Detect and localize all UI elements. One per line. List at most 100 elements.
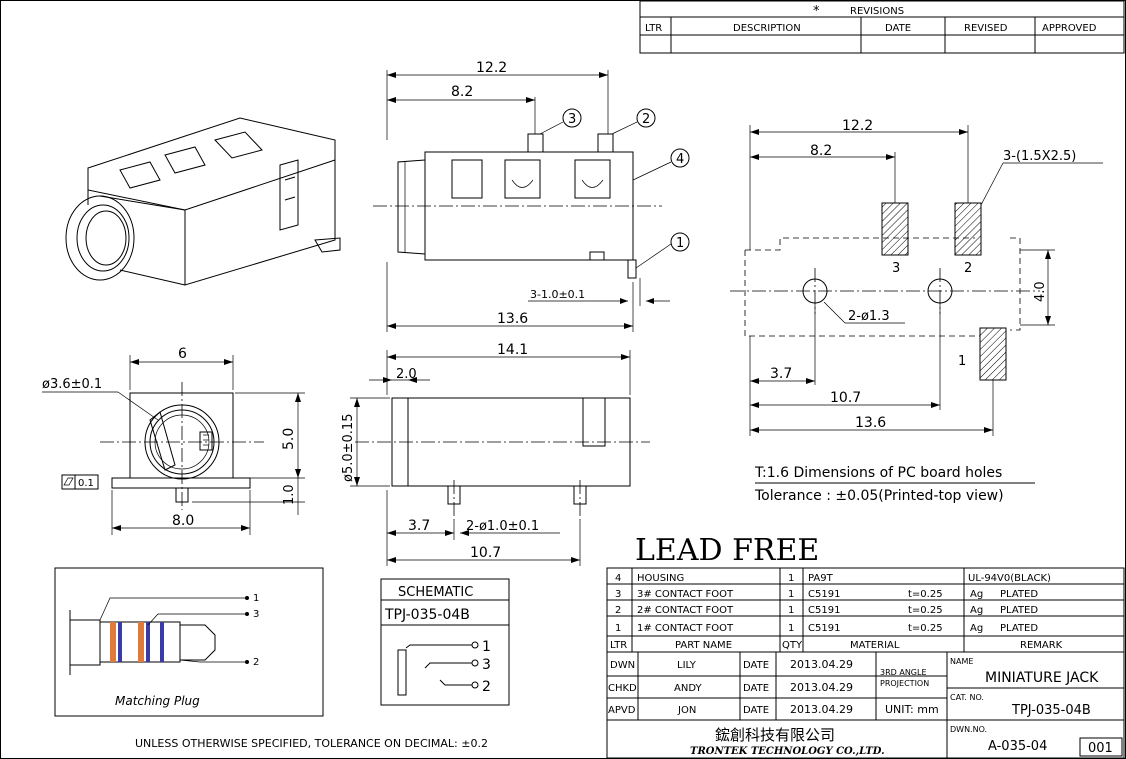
tb-name-label: NAME	[950, 657, 973, 666]
tb-apvd-name: JON	[677, 705, 696, 716]
bom-row1-name: 1# CONTACT FOOT	[637, 623, 734, 634]
bom-row2-ltr: 2	[615, 605, 621, 616]
bottom-dim-2-0: 2.0	[396, 367, 417, 382]
bom-row4-material: PA9T	[808, 573, 834, 584]
front-dim-5-0: 5.0	[281, 428, 297, 450]
schematic-pin-2: 2	[482, 679, 491, 695]
bom-row3-qty: 1	[788, 589, 794, 600]
tb-company-en: TRONTEK TECHNOLOGY CO.,LTD.	[690, 746, 885, 757]
pad-label-2: 2	[964, 261, 972, 276]
bottom-dim-dia: ø5.0±0.15	[341, 414, 356, 482]
pcb-dim-12-2: 12.2	[842, 118, 873, 134]
tolerance-note: UNLESS OTHERWISE SPECIFIED, TOLERANCE ON…	[135, 737, 488, 750]
revisions-star: *	[813, 4, 820, 19]
tb-dwn-no-value: A-035-04	[988, 739, 1047, 754]
pcb-dim-4-0: 4.0	[1033, 281, 1048, 302]
front-dim-8-0: 8.0	[172, 513, 194, 529]
bottom-dim-3-7: 3.7	[408, 518, 430, 534]
bom-header-material: MATERIAL	[850, 640, 900, 651]
callout-1: 1	[676, 236, 684, 251]
callout-3: 3	[568, 112, 576, 127]
tb-name-value: MINIATURE JACK	[985, 670, 1099, 686]
plug-pin-2: 2	[253, 657, 259, 668]
pcb-pad-1	[979, 327, 1007, 381]
callout-1-circle	[670, 232, 690, 252]
tb-unit: UNIT: mm	[885, 703, 939, 716]
lead-free-label: LEAD FREE	[635, 533, 819, 568]
schematic-part: TPJ-035-04B	[384, 607, 470, 623]
bom-row2-remark-a: Ag	[970, 605, 983, 616]
plug-pin-1: 1	[253, 593, 259, 604]
bom-row3-remark-b: PLATED	[1000, 589, 1038, 600]
pcb-slot-note: 3-(1.5X2.5)	[1003, 149, 1076, 164]
bom-row1-remark-b: PLATED	[1000, 623, 1038, 634]
tb-apvd-label: APVD	[608, 705, 636, 716]
plug-pin-3: 3	[253, 609, 259, 620]
side-dim-13-6: 13.6	[497, 311, 528, 327]
revisions-table: * REVISIONS LTR DESCRIPTION DATE REVISED…	[639, 0, 1125, 54]
schematic-block: SCHEMATIC TPJ-035-04B 1 3 2	[380, 578, 510, 706]
side-dim-pin: 3-1.0±0.1	[530, 288, 585, 301]
bom-row4-remark: UL-94V0(BLACK)	[968, 573, 1051, 584]
tb-dwn-name: LILY	[677, 660, 697, 671]
tb-dwn-no-label: DWN.NO.	[950, 725, 987, 734]
tb-dwn-label: DWN	[610, 660, 635, 671]
bom-row1-qty: 1	[788, 623, 794, 634]
pcb-dim-13-6: 13.6	[855, 415, 886, 431]
schematic-title: SCHEMATIC	[398, 585, 473, 600]
bom-row2-material: C5191	[808, 605, 840, 616]
tb-date-dwn: 2013.04.29	[790, 658, 853, 671]
pad-label-3: 3	[892, 261, 900, 276]
pcb-layout-view: 3 2 1 12.2 8.2 3-(1.5X2.5) 2-ø1.3 4.0	[730, 118, 1103, 504]
tb-date-label-1: DATE	[743, 660, 769, 671]
bom-row3-remark-a: Ag	[970, 589, 983, 600]
flatness-value: 0.1	[78, 478, 94, 489]
tb-chkd-label: CHKD	[608, 683, 637, 694]
bom-row1-thick: t=0.25	[908, 623, 943, 634]
bom-header-name: PART NAME	[675, 640, 732, 651]
pcb-pad-3	[881, 202, 909, 256]
bom-row2-qty: 1	[788, 605, 794, 616]
bom-row2-name: 2# CONTACT FOOT	[637, 605, 734, 616]
tb-company-cn: 鋐創科技有限公司	[715, 726, 835, 744]
front-dim-dia: ø3.6±0.1	[42, 377, 102, 392]
tb-projection-2: PROJECTION	[880, 679, 929, 688]
callout-4-circle	[670, 148, 690, 168]
side-dim-12-2: 12.2	[476, 60, 507, 76]
schematic-pin-3: 3	[482, 657, 491, 673]
bom-row3-name: 3# CONTACT FOOT	[637, 589, 734, 600]
bottom-dim-14-1: 14.1	[497, 342, 528, 358]
pcb-pad-2	[954, 202, 982, 256]
bom-header-ltr: LTR	[610, 640, 627, 651]
front-view: 6 ø3.6±0.1 5.0 1.0 8.0 0.1	[42, 346, 305, 535]
bom-row1-material: C5191	[808, 623, 840, 634]
rev-col-description: DESCRIPTION	[733, 23, 801, 34]
schematic-pin-1: 1	[482, 639, 491, 655]
side-dim-8-2: 8.2	[451, 84, 473, 100]
isometric-view	[65, 117, 341, 286]
rev-col-approved: APPROVED	[1042, 23, 1097, 34]
rev-col-date: DATE	[885, 23, 911, 34]
bom-header-qty: QTY	[782, 640, 803, 651]
rev-col-revised: REVISED	[964, 23, 1008, 34]
tb-date-apvd: 2013.04.29	[790, 703, 853, 716]
tb-chkd-name: ANDY	[674, 683, 702, 694]
callout-3-circle	[562, 108, 582, 128]
tb-projection-1: 3RD ANGLE	[880, 668, 927, 677]
pcb-hole-note: 2-ø1.3	[848, 309, 890, 324]
bom-table: 4 HOUSING 1 PA9T UL-94V0(BLACK) 3 3# CON…	[606, 567, 1125, 653]
tb-cat-value: TPJ-035-04B	[1011, 703, 1091, 718]
bom-row3-thick: t=0.25	[908, 589, 943, 600]
pad-label-1: 1	[958, 354, 966, 369]
tb-date-label-3: DATE	[743, 705, 769, 716]
tb-date-label-2: DATE	[743, 683, 769, 694]
tb-date-chkd: 2013.04.29	[790, 681, 853, 694]
pcb-caption-1: T:1.6 Dimensions of PC board holes	[754, 465, 1002, 481]
bottom-dim-pins: 2-ø1.0±0.1	[466, 519, 539, 534]
bottom-view: 14.1 2.0 ø5.0±0.15 3.7 2-ø1.0±0.1 10.7	[341, 342, 650, 566]
callout-2-circle	[636, 108, 656, 128]
bom-row4-ltr: 4	[615, 573, 621, 584]
matching-plug: 1 3 2 Matching Plug	[54, 567, 324, 717]
bom-row2-remark-b: PLATED	[1000, 605, 1038, 616]
